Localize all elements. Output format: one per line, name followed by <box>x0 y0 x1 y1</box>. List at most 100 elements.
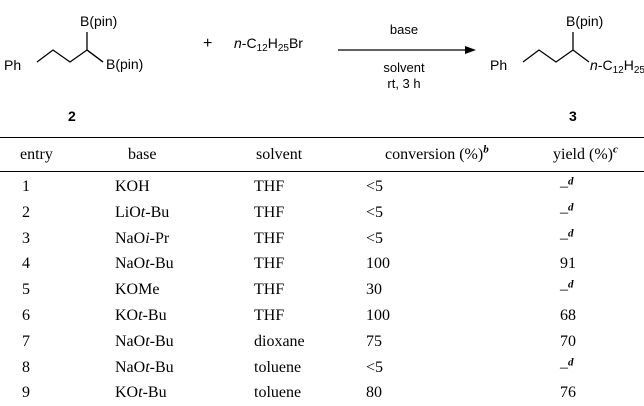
cell-entry-text: 5 <box>22 281 30 299</box>
header-yield: yield (%)c <box>553 140 618 170</box>
cell-conversion: <5 <box>366 225 383 252</box>
cell-yield: 68 <box>560 302 576 329</box>
table-row: 7 NaOt-Bu dioxane 75 70 <box>0 328 644 355</box>
plus-sign: + <box>203 35 212 52</box>
cell-base-text: NaOt-Bu <box>115 255 174 273</box>
cell-entry: 8 <box>22 354 30 381</box>
cell-base-text: KOH <box>115 178 150 195</box>
cell-yield-text: – <box>560 203 568 221</box>
table-header-rule <box>0 171 644 172</box>
table-row: 8 NaOt-Bu toluene <5 –d <box>0 354 644 381</box>
cell-solvent: dioxane <box>254 328 305 355</box>
cell-entry-text: 4 <box>22 255 30 273</box>
header-conversion: conversion (%)b <box>385 140 489 170</box>
cell-solvent-text: THF <box>254 281 285 299</box>
header-yield-text: yield (%) <box>553 146 613 163</box>
conditions-temp-time: rt, 3 h <box>387 76 420 91</box>
cell-yield: –d <box>560 173 574 200</box>
cell-base: NaOi-Pr <box>115 225 169 252</box>
bpin-top-right: B(pin) <box>566 13 603 29</box>
cell-conversion: 100 <box>366 250 390 277</box>
cell-yield: –d <box>560 276 574 303</box>
cell-yield: –d <box>560 225 574 252</box>
cell-conversion-text: <5 <box>366 229 384 247</box>
header-base: base <box>128 146 157 163</box>
cell-yield: 76 <box>560 379 576 406</box>
yield-footnote: d <box>568 278 574 291</box>
cell-solvent: toluene <box>254 354 301 381</box>
cell-conversion: <5 <box>366 173 383 200</box>
cell-conversion: <5 <box>366 199 383 226</box>
table-row: 5 KOMe THF 30 –d <box>0 276 644 303</box>
yield-footnote: d <box>568 356 574 369</box>
cell-solvent: THF <box>254 173 284 200</box>
cell-yield-text: – <box>560 178 568 195</box>
cell-conversion-text: 30 <box>366 281 382 299</box>
yield-footnote: d <box>568 175 574 188</box>
cell-solvent: THF <box>254 199 284 226</box>
cell-base-text: NaOi-Pr <box>115 229 170 247</box>
cell-entry: 3 <box>22 225 30 252</box>
table-row: 1 KOH THF <5 –d <box>0 173 644 200</box>
compound-3-label: 3 <box>569 108 577 124</box>
table-top-rule <box>0 137 644 138</box>
cell-yield: 91 <box>560 250 576 277</box>
cell-solvent-text: dioxane <box>254 332 305 350</box>
cell-base: KOH <box>115 173 150 200</box>
cell-base-text: KOt-Bu <box>115 384 167 402</box>
cell-base-text: KOMe <box>115 281 160 299</box>
cell-base: NaOt-Bu <box>115 328 174 355</box>
ph-left: Ph <box>4 57 21 73</box>
reaction-arrow <box>338 46 476 54</box>
cell-entry: 5 <box>22 276 30 303</box>
cell-solvent-text: THF <box>254 178 285 195</box>
cell-yield-text: 68 <box>560 307 576 324</box>
cell-base: LiOt-Bu <box>115 199 169 226</box>
compound-3-structure <box>522 32 590 63</box>
conditions-solvent: solvent <box>383 60 425 75</box>
cell-conversion: 100 <box>366 302 390 329</box>
cell-yield-text: – <box>560 358 568 376</box>
cell-yield-text: 91 <box>560 255 576 273</box>
cell-base: NaOt-Bu <box>115 354 174 381</box>
table-row: 3 NaOi-Pr THF <5 –d <box>0 225 644 252</box>
cell-yield: 70 <box>560 328 576 355</box>
header-conversion-text: conversion (%) <box>385 146 484 163</box>
cell-yield: –d <box>560 354 574 381</box>
cell-entry-text: 8 <box>22 358 30 376</box>
cell-entry-text: 7 <box>22 332 30 350</box>
cell-base-text: NaOt-Bu <box>115 358 174 376</box>
cell-solvent-text: THF <box>254 229 285 247</box>
cell-yield-text: 70 <box>560 332 576 350</box>
cell-conversion-text: <5 <box>366 358 384 376</box>
cell-entry: 1 <box>22 173 30 200</box>
cell-conversion-text: <5 <box>366 203 384 221</box>
cell-solvent-text: THF <box>254 307 285 324</box>
table-header-row: entry base solvent conversion (%)b yield… <box>0 140 644 170</box>
cell-entry-text: 3 <box>22 229 30 247</box>
header-conversion-footnote: b <box>483 143 489 156</box>
cell-conversion: 75 <box>366 328 382 355</box>
bpin-side-left: B(pin) <box>106 56 143 72</box>
cell-conversion-text: <5 <box>366 178 384 195</box>
cell-entry-text: 9 <box>22 384 30 402</box>
cell-base: NaOt-Bu <box>115 250 174 277</box>
cell-solvent-text: THF <box>254 203 285 221</box>
cell-base: KOMe <box>115 276 159 303</box>
cell-conversion: 80 <box>366 379 382 406</box>
cell-conversion-text: 80 <box>366 384 382 402</box>
compound-2-label: 2 <box>68 108 76 124</box>
cell-conversion: <5 <box>366 354 383 381</box>
yield-footnote: d <box>568 201 574 214</box>
cell-solvent-text: THF <box>254 255 285 273</box>
yield-footnote: d <box>568 227 574 240</box>
header-yield-footnote: c <box>612 143 618 156</box>
cell-yield-text: – <box>560 281 568 299</box>
cell-entry-text: 6 <box>22 307 30 324</box>
ph-right: Ph <box>490 57 507 73</box>
cell-solvent: THF <box>254 276 284 303</box>
cell-yield-text: 76 <box>560 384 576 402</box>
cell-yield: –d <box>560 199 574 226</box>
